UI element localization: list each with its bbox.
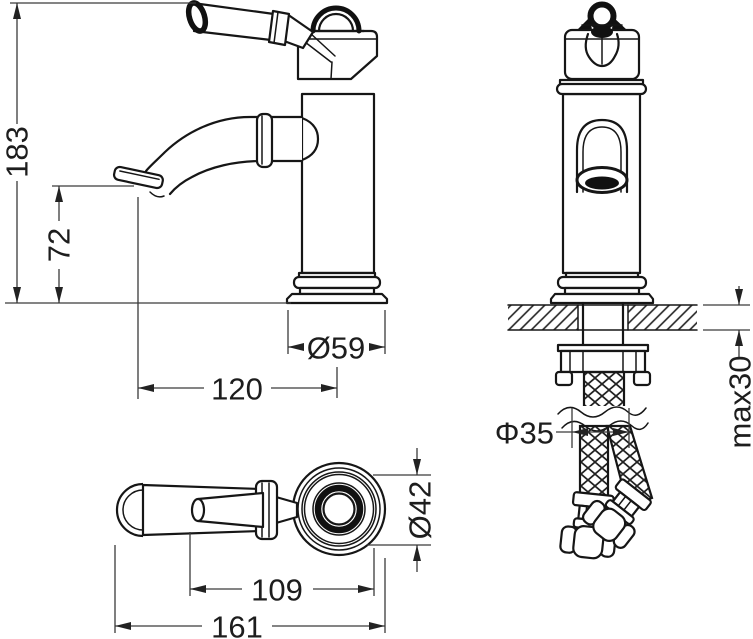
countertop-hatch-left [508,305,578,330]
dimension-spout-reach: 120 [137,197,338,407]
dome-cap [310,5,362,34]
spout-arch-inner [582,126,622,193]
flexible-hoses [557,370,654,560]
top-view-handle [115,461,387,557]
dimension-overall-height: 183 [0,2,291,304]
hose-left [578,424,610,498]
base-flange-side [285,292,389,305]
base-ring [292,275,382,290]
dimension-overall-length: 161 [114,545,386,639]
spout-outlet [112,165,164,190]
dim-spout-reach-label: 120 [211,372,263,407]
dimension-max-deck-thickness: max30 [703,286,753,449]
hose-fitting-right [581,478,652,549]
front-view-faucet [549,1,655,305]
dim-lever-length-label: 109 [251,573,303,608]
spout-top-edge [144,115,304,173]
dimension-base-diameter: Ø59 [287,310,386,366]
base-ring-front [556,275,648,290]
neck-collar-front [555,82,648,96]
body-side [300,92,376,275]
hose-bundle-upper [582,370,626,414]
mounting-hardware [554,301,652,387]
dimension-spout-height: 72 [42,185,134,303]
side-view-faucet [112,0,389,305]
spout-joint [300,116,320,162]
dim-spout-height-label: 72 [42,228,77,262]
handle-end-cap-top [115,482,144,538]
dim-overall-height-label: 183 [0,126,35,178]
base-flange-front [549,292,655,305]
mounting-nut [559,349,647,374]
rosette-bold-ring [314,484,364,534]
dimension-lever-length: 109 [189,532,375,608]
dim-hole-diameter-label: Φ35 [495,416,554,451]
dimension-rosette-diameter: Ø42 [367,448,438,572]
countertop-hatch-right [628,305,697,330]
handle-end-ring [587,1,617,31]
handle-bell-front [584,32,620,68]
spout-collar-ring [255,112,274,169]
rosette-outer-circle [291,461,387,557]
inner-lever-top [196,491,265,529]
dim-base-diameter-label: Ø59 [307,331,366,366]
spout-mouth-lip [149,191,165,198]
spout-arch-outer [575,118,629,194]
dimension-hole-diameter: Φ35 [495,408,630,451]
countertop-section [507,304,698,331]
dim-rosette-diameter-label: Ø42 [403,481,438,540]
spout-fill [144,117,302,195]
dim-max-deck-thickness-label: max30 [723,355,753,448]
break-line-upper [557,406,647,418]
dim-overall-length-label: 161 [211,610,263,639]
handle-collar [267,9,291,47]
spout-bottom-edge [168,159,304,196]
